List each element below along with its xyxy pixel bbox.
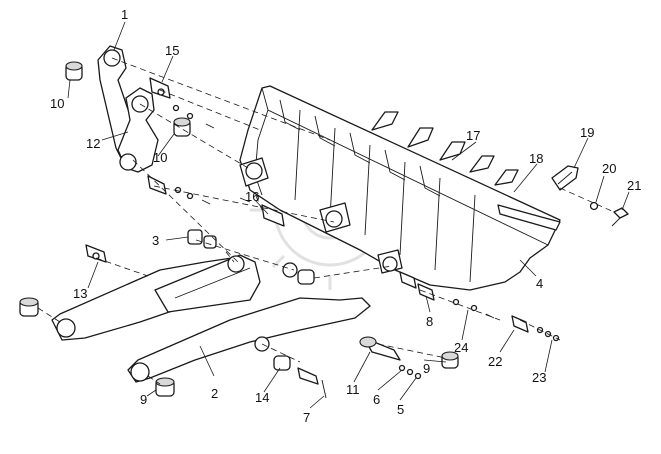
pin-7	[297, 367, 327, 399]
callout-13: 13	[73, 286, 87, 301]
pin-15	[149, 77, 171, 99]
callout-21: 21	[627, 178, 641, 193]
callout-4: 4	[536, 276, 543, 291]
callout-1: 1	[121, 7, 128, 22]
callout-16: 16	[245, 189, 259, 204]
callout-8: 8	[426, 314, 433, 329]
pin-13	[85, 244, 107, 263]
callout-3: 3	[152, 233, 159, 248]
callout-14: 14	[255, 390, 269, 405]
tooth-adapter-19	[551, 165, 579, 191]
callout-7: 7	[303, 410, 310, 425]
callout-6: 6	[373, 392, 380, 407]
callout-20: 20	[602, 161, 616, 176]
callout-labels: 1 2 3 4 5 6 7 8 9 9 10 10 11 12 13 14 15…	[50, 7, 641, 425]
bushing-10a	[65, 61, 83, 81]
bushing-right	[297, 269, 315, 285]
callout-9b: 9	[423, 361, 430, 376]
callout-11: 11	[346, 382, 360, 397]
callout-12: 12	[86, 136, 100, 151]
pin-16	[239, 197, 285, 227]
callout-9a: 9	[140, 392, 147, 407]
callout-18: 18	[529, 151, 543, 166]
bushing-11	[359, 336, 401, 361]
bushing-9b	[155, 377, 175, 397]
bushing-10b	[173, 117, 191, 137]
pin-16a	[147, 175, 167, 195]
bolt-21	[611, 207, 629, 227]
callout-2: 2	[211, 386, 218, 401]
callout-10a: 10	[50, 96, 64, 111]
bushing-14	[273, 355, 291, 371]
callout-5: 5	[397, 402, 404, 417]
bushing-9a	[19, 297, 39, 317]
callout-24: 24	[454, 340, 468, 355]
pin-22	[511, 315, 560, 342]
leader-lines	[67, 21, 630, 409]
callout-23: 23	[532, 370, 546, 385]
bucket	[239, 85, 561, 291]
bushing-9c	[441, 351, 459, 369]
side-cutter-18	[497, 204, 561, 231]
washers-5-6	[398, 364, 422, 380]
washer-20	[589, 201, 599, 211]
callout-17: 17	[466, 128, 480, 143]
bushing-3	[187, 229, 217, 249]
pin-near-8	[399, 271, 417, 289]
boom-arm-2	[51, 254, 371, 383]
callout-19: 19	[580, 125, 594, 140]
callout-10b: 10	[153, 150, 167, 165]
callout-22: 22	[488, 354, 502, 369]
pin-8	[417, 283, 495, 319]
callout-15: 15	[165, 43, 179, 58]
assembly-lines	[37, 57, 615, 385]
